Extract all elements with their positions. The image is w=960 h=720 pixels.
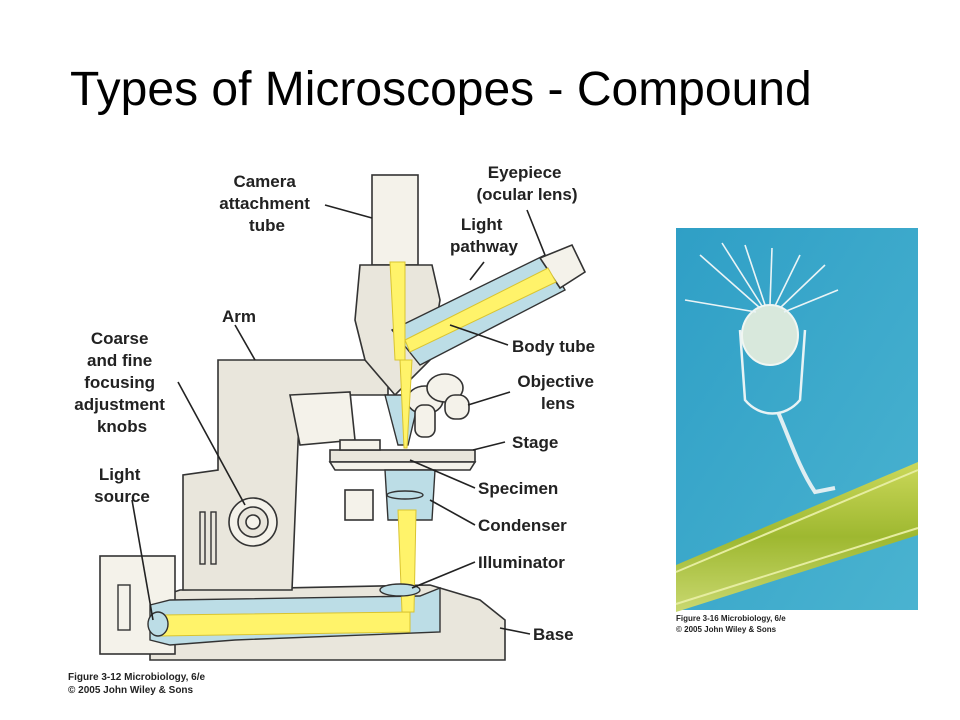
label-light-pathway: Light pathway — [450, 215, 519, 256]
label-stage: Stage — [512, 433, 558, 452]
slide-title: Types of Microscopes - Compound — [70, 63, 812, 116]
label-focus-knobs: Coarse and fine focusing adjustment knob… — [74, 329, 169, 436]
stage-shape — [328, 439, 477, 521]
label-condenser: Condenser — [478, 516, 567, 535]
micrograph-photo — [675, 228, 919, 612]
microscope-diagram: Camera attachment tube Eyepiece (ocular … — [68, 163, 919, 696]
figure-caption-right: Figure 3-16 Microbiology, 6/e © 2005 Joh… — [676, 614, 788, 634]
focus-knob — [199, 497, 278, 565]
objectives-shape — [384, 373, 470, 446]
arm-shape — [182, 359, 389, 591]
label-objective-lens: Objective lens — [517, 372, 598, 413]
label-camera-tube: Camera attachment tube — [219, 172, 314, 235]
label-base: Base — [533, 625, 574, 644]
camera-tube-shape — [371, 174, 419, 266]
light-beam — [147, 261, 557, 637]
label-arm: Arm — [222, 307, 256, 326]
leader-lines — [131, 204, 546, 635]
microscope-illustration — [99, 174, 587, 661]
label-illuminator: Illuminator — [478, 553, 565, 572]
label-light-source: Light source — [94, 465, 150, 506]
label-eyepiece: Eyepiece (ocular lens) — [476, 163, 577, 204]
diagram-labels: Camera attachment tube Eyepiece (ocular … — [74, 163, 598, 644]
label-specimen: Specimen — [478, 479, 558, 498]
figure-caption-left: Figure 3-12 Microbiology, 6/e © 2005 Joh… — [68, 672, 208, 696]
label-body-tube: Body tube — [512, 337, 595, 356]
